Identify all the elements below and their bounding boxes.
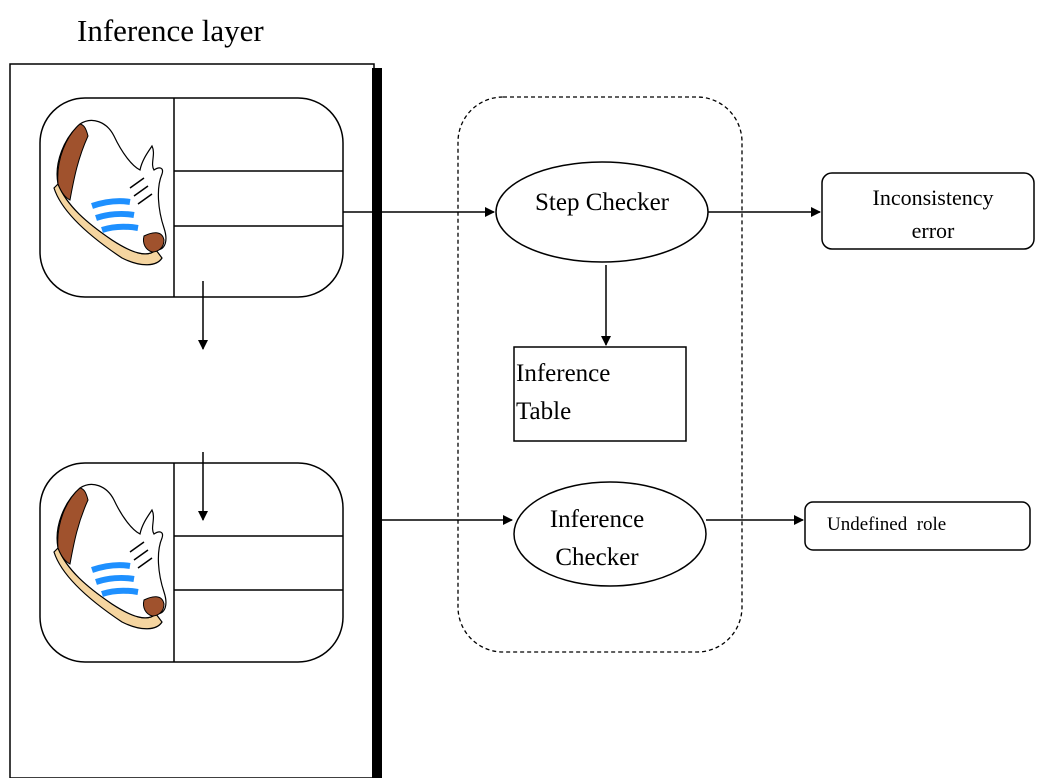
step-checker-label: Step Checker xyxy=(535,189,670,216)
step-card-top xyxy=(39,97,344,298)
inference-table-node xyxy=(513,346,687,442)
inference-checker-label-line2: Checker xyxy=(555,544,639,571)
inference-checker-label-line1: Inference xyxy=(550,506,644,533)
inconsistency-error-label-line1: Inconsistency xyxy=(873,185,994,210)
inference-table-label-line2: Table xyxy=(516,398,571,425)
inconsistency-error-label-line2: error xyxy=(912,218,955,243)
undefined-role-node xyxy=(804,501,1031,551)
layer-thick-border xyxy=(372,68,382,778)
undefined-role-label: Undefined role xyxy=(827,514,946,535)
step-card-bottom xyxy=(39,462,344,663)
inconsistency-error-node xyxy=(821,172,1035,250)
diagram-title: Inference layer xyxy=(77,13,264,48)
checker-container xyxy=(457,96,743,653)
inference-table-label-line1: Inference xyxy=(516,360,610,387)
inference-checker-node xyxy=(513,481,707,587)
